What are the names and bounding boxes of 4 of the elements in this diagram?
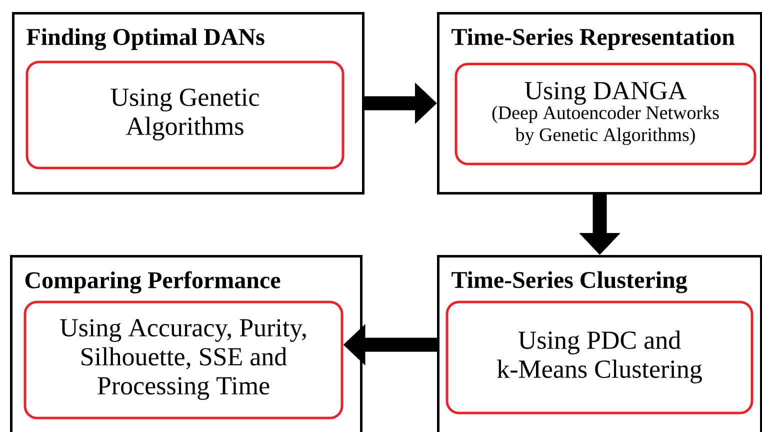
method-box: Using Accuracy, Purity, Silhouette, SSE and Processing Time xyxy=(24,300,344,420)
method-box: Using Genetic Algorithms xyxy=(26,60,344,170)
method-box: Using DANGA (Deep Autoencoder Networks by Genetic Algorithms) xyxy=(454,62,756,166)
method-box: Using PDC and k-Means Clustering xyxy=(446,300,754,414)
